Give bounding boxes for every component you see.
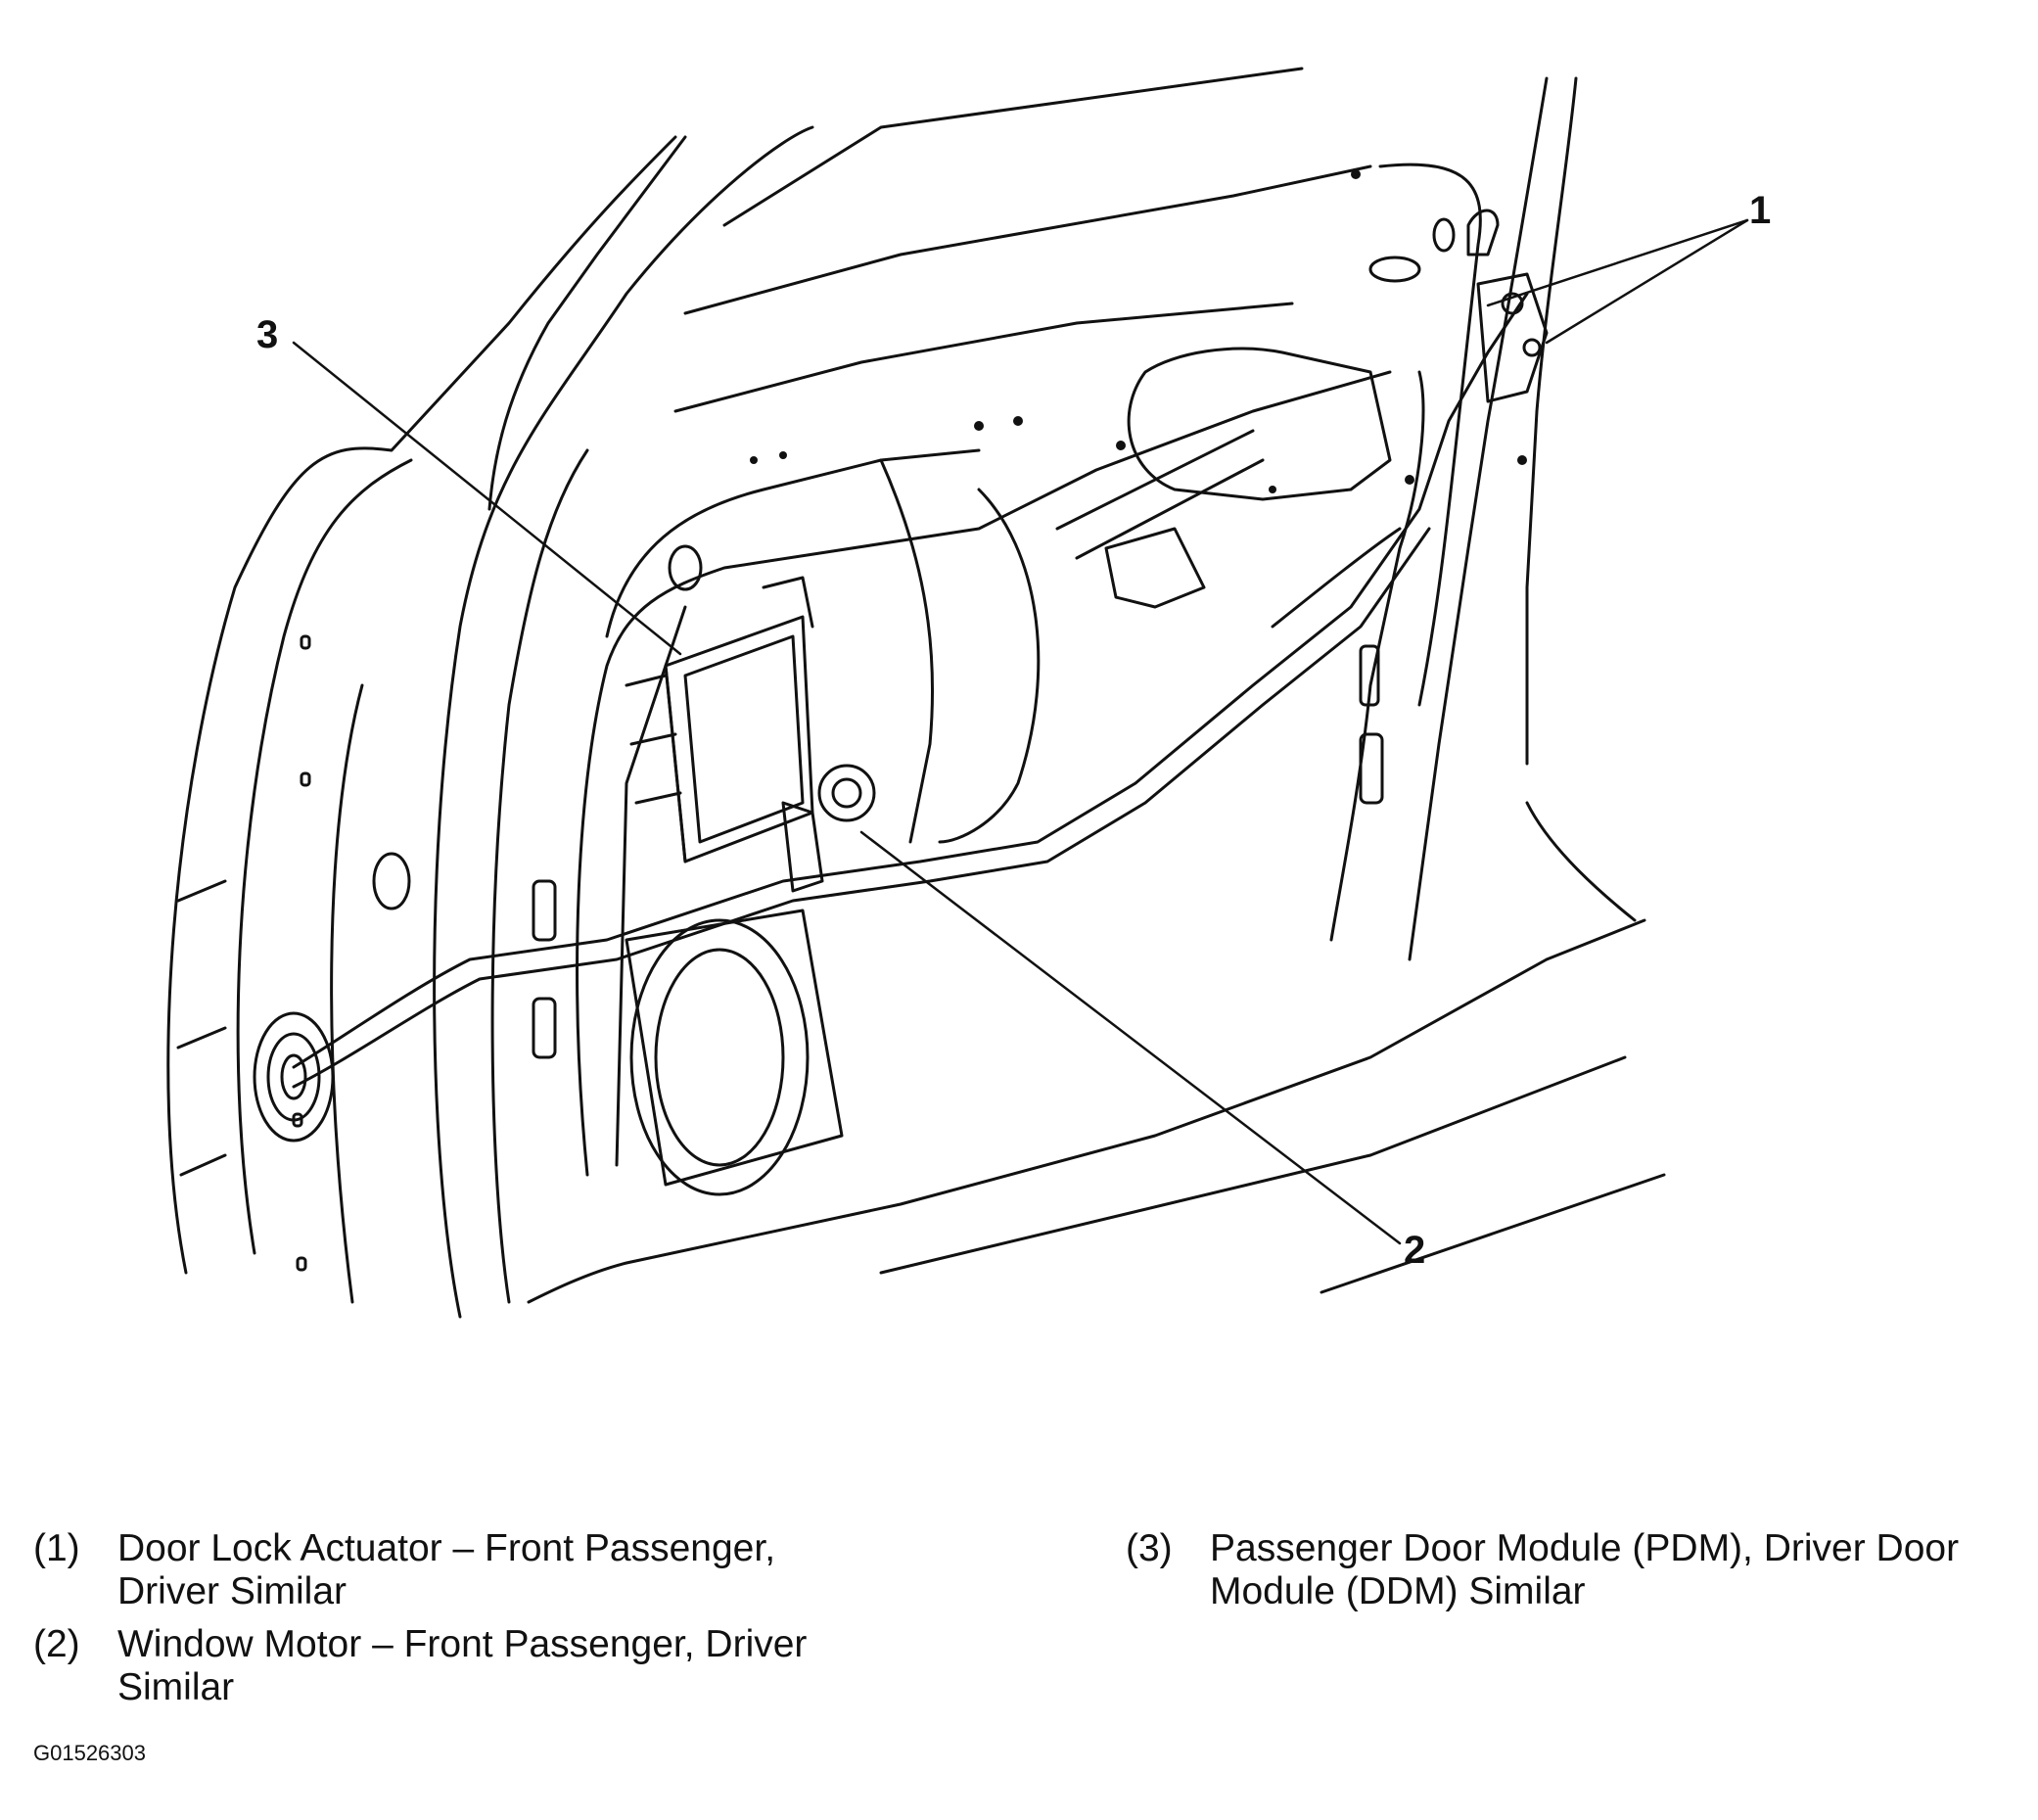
leader-line-1b (1545, 218, 1749, 345)
panel-holes (372, 217, 1456, 1059)
legend-text: Passenger Door Module (PDM), Driver Door… (1210, 1527, 1960, 1612)
door-lock-actuator (1476, 272, 1549, 403)
leader-line-1a (1486, 218, 1749, 307)
leader-line-3 (292, 341, 682, 656)
door-frame (433, 67, 1666, 1319)
legend-item-2: (2) Window Motor – Front Passenger, Driv… (33, 1623, 875, 1709)
leader-line-2 (859, 830, 1402, 1245)
legend: (1) Door Lock Actuator – Front Passenger… (0, 1527, 2038, 1782)
legend-number: (3) (1126, 1527, 1173, 1569)
window-motor (781, 764, 876, 893)
leader-lines (292, 218, 1749, 1245)
body-pillar (166, 135, 677, 1304)
legend-text: Window Motor – Front Passenger, Driver S… (117, 1623, 808, 1708)
legend-text: Door Lock Actuator – Front Passenger, Dr… (117, 1527, 776, 1612)
dot-marks (750, 169, 1527, 493)
legend-number: (2) (33, 1623, 80, 1665)
door-diagram: 3 1 2 (166, 67, 1771, 1319)
grommet (253, 1011, 335, 1143)
legend-item-3: (3) Passenger Door Module (PDM), Driver … (1126, 1527, 2016, 1613)
callout-3: 3 (256, 313, 278, 356)
callout-1: 1 (1749, 189, 1771, 232)
legend-number: (1) (33, 1527, 80, 1569)
wiring-harness (292, 292, 1529, 1089)
legend-item-1: (1) Door Lock Actuator – Front Passenger… (33, 1527, 875, 1613)
speaker (625, 909, 844, 1196)
callout-2: 2 (1404, 1229, 1425, 1272)
figure-id: G01526303 (33, 1741, 146, 1765)
